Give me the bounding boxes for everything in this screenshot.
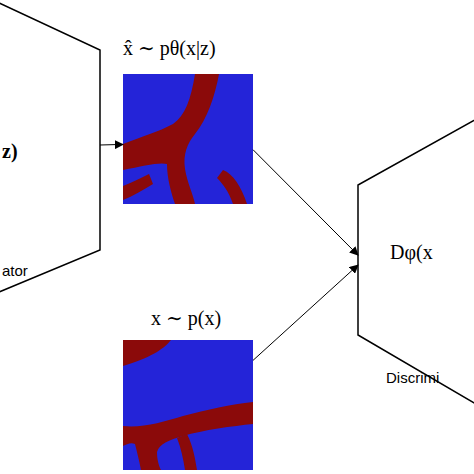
discriminator-trapezoid: Dφ(xDiscrimi [358,115,474,415]
generated-sample: x̂ ∼ pθ(x|z) [123,30,253,206]
real-sample-image [123,340,253,470]
discriminator-formula: Dφ(x [390,241,433,264]
flow-arrow [100,144,123,146]
flow-arrow [253,150,358,255]
sample-formula: x̂ ∼ pθ(x|z) [123,36,216,60]
real-sample: x ∼ p(x) [123,296,253,470]
generator-trapezoid: z) ator [0,0,100,290]
generator-label: ator [2,262,28,279]
discriminator-label: Discrimi [386,369,439,386]
sample-formula: x ∼ p(x) [151,306,221,330]
generator-formula: z) [2,140,18,163]
generated-sample-image [123,74,253,204]
flow-arrow [253,265,358,360]
